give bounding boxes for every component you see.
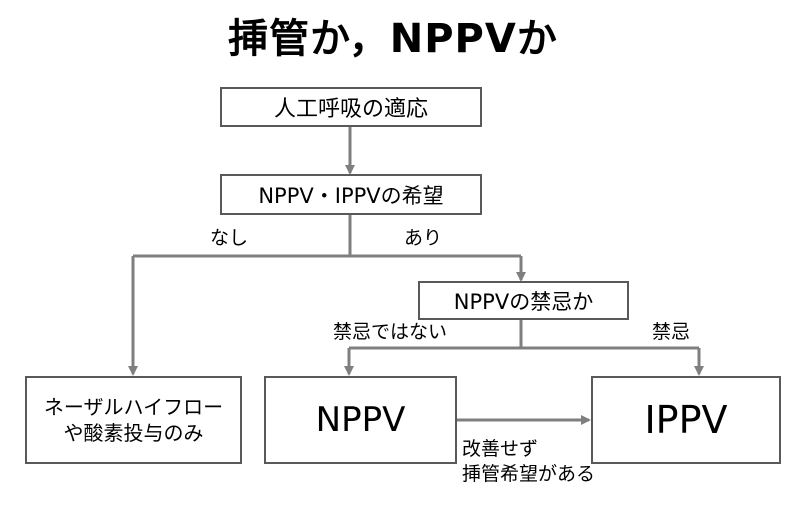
node-nppv: NPPV bbox=[264, 376, 457, 464]
edge-label-no-preference: なし bbox=[210, 227, 249, 249]
node-ippv-label: IPPV bbox=[644, 398, 728, 442]
edge-label-has-preference: あり bbox=[404, 227, 443, 249]
node-high-flow: ネーザルハイフロー や酸素投与のみ bbox=[25, 376, 242, 464]
node-ippv: IPPV bbox=[591, 376, 781, 464]
node-high-flow-label-line1: ネーザルハイフロー bbox=[43, 395, 224, 419]
node-contraindication: NPPVの禁忌か bbox=[418, 281, 629, 320]
node-indication: 人工呼吸の適応 bbox=[220, 87, 482, 127]
edge-label-no-improvement-line2: 挿管希望がある bbox=[462, 463, 596, 485]
page-title: 挿管か，NPPVか bbox=[228, 16, 558, 62]
edge-label-contraindicated: 禁忌 bbox=[652, 321, 691, 343]
node-high-flow-label-line2: や酸素投与のみ bbox=[63, 421, 204, 445]
node-preference-label: NPPV・IPPVの希望 bbox=[258, 183, 444, 208]
edge-label-not-contraindicated: 禁忌ではない bbox=[333, 321, 448, 343]
node-contraindication-label: NPPVの禁忌か bbox=[453, 289, 594, 314]
node-nppv-label: NPPV bbox=[315, 400, 406, 440]
node-indication-label: 人工呼吸の適応 bbox=[273, 97, 428, 122]
edge-label-no-improvement-line1: 改善せず bbox=[462, 438, 539, 460]
node-preference: NPPV・IPPVの希望 bbox=[220, 174, 482, 215]
